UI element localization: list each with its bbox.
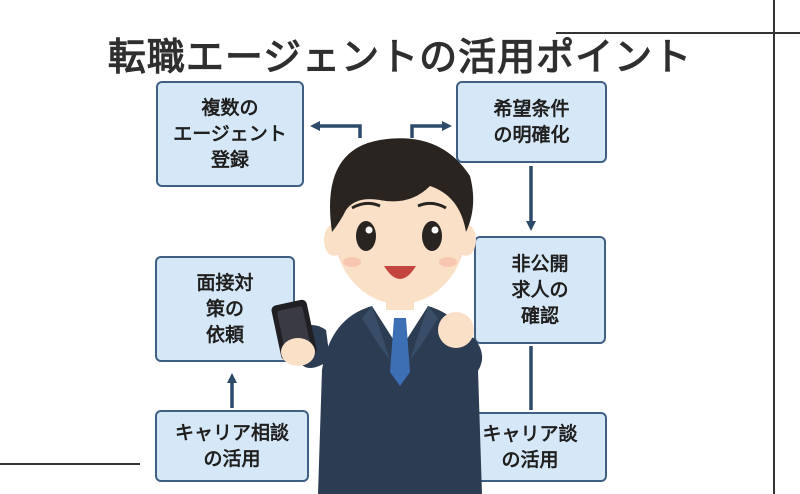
- fist: [438, 312, 474, 348]
- box-multi-agent-registration: 複数の エージェント 登録: [156, 81, 304, 187]
- arrow-to-clarify: [410, 121, 452, 138]
- hair: [330, 138, 474, 232]
- page-title: 転職エージェントの活用ポイント: [107, 35, 693, 79]
- suit-jacket: [318, 306, 482, 494]
- box-hidden-job-check: 非公開 求人の 確認: [474, 236, 606, 344]
- box-clarify-conditions: 希望条件 の明確化: [456, 81, 607, 163]
- box-interview-prep: 面接対 策の 依頼: [155, 256, 295, 362]
- box-career-consult: キャリア相談 の活用: [155, 410, 309, 482]
- arrow-to-multi-agent: [310, 121, 362, 138]
- right-vertical-rule: [773, 0, 775, 494]
- tie: [390, 318, 410, 386]
- bottom-left-rule: [0, 463, 140, 465]
- smile: [384, 266, 416, 279]
- box-career-talk: キャリア談 の活用: [453, 412, 607, 482]
- top-right-rule: [556, 32, 800, 34]
